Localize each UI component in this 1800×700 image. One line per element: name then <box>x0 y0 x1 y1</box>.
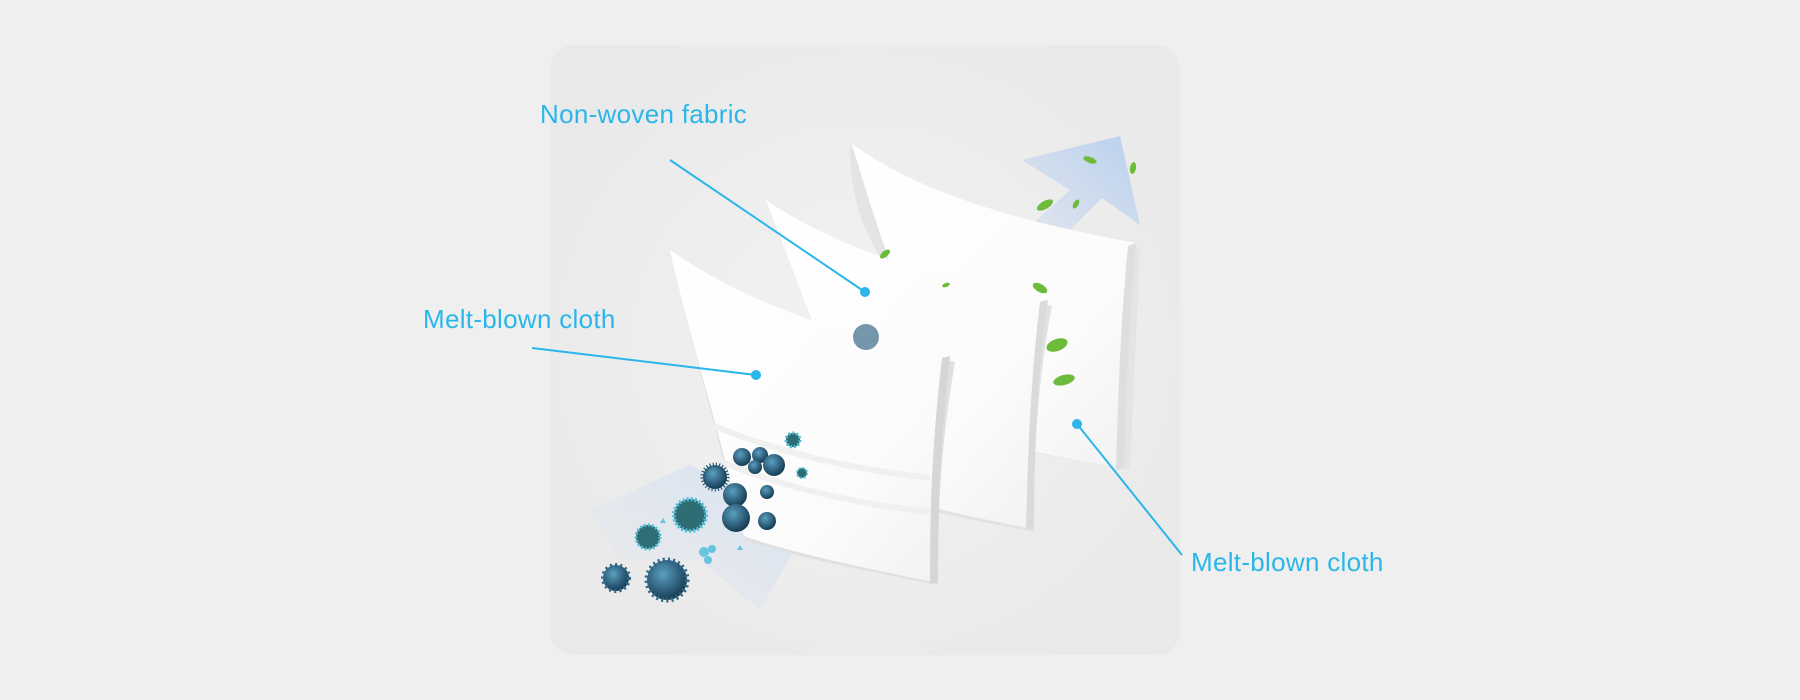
leader-line-melt-left <box>531 347 757 376</box>
particle-icon <box>708 545 716 553</box>
leader-line-melt-right <box>1076 423 1183 556</box>
virus-icon <box>700 462 730 492</box>
virus-icon <box>853 324 879 350</box>
leaf-icon <box>880 249 890 259</box>
particle-icon <box>737 545 743 550</box>
virus-cluster <box>601 324 879 603</box>
leaf-icon <box>1032 282 1048 294</box>
leaf-icon <box>1046 338 1068 352</box>
leader-lines <box>531 159 1183 556</box>
virus-icon <box>758 512 776 530</box>
virus-icon <box>752 447 768 463</box>
virus-icon <box>644 557 690 603</box>
leader-dot-melt-right <box>1072 419 1082 429</box>
leaf-icon <box>1083 156 1097 164</box>
virus-icon <box>763 454 785 476</box>
virus-icon <box>634 523 662 551</box>
label-melt-blown-cloth-left: Melt-blown cloth <box>423 304 616 334</box>
virus-icon <box>723 483 747 507</box>
particle-icon <box>660 518 666 523</box>
leaf-icon <box>1072 199 1080 209</box>
virus-icon <box>748 460 762 474</box>
virus-icon <box>784 431 802 449</box>
particle-icon <box>704 556 712 564</box>
leaf-icon <box>942 282 950 288</box>
leaf-icon <box>1053 374 1075 386</box>
virus-icon <box>672 497 708 533</box>
leader-dot-non-woven <box>860 287 870 297</box>
leaf-icon <box>1036 199 1054 211</box>
label-melt-blown-cloth-right: Melt-blown cloth <box>1191 547 1384 577</box>
leader-dot-melt-left <box>751 370 761 380</box>
label-non-woven-fabric: Non-woven fabric <box>540 99 748 129</box>
particle-icon <box>699 547 709 557</box>
virus-icon <box>722 504 750 532</box>
virus-icon <box>601 563 631 593</box>
clean-air-arrow <box>1020 136 1140 240</box>
leaf-icon <box>1129 162 1137 174</box>
leaves-group <box>880 156 1137 386</box>
virus-icon <box>796 467 808 479</box>
virus-icon <box>760 485 774 499</box>
virus-icon <box>733 448 751 466</box>
leader-line-non-woven <box>669 159 866 293</box>
